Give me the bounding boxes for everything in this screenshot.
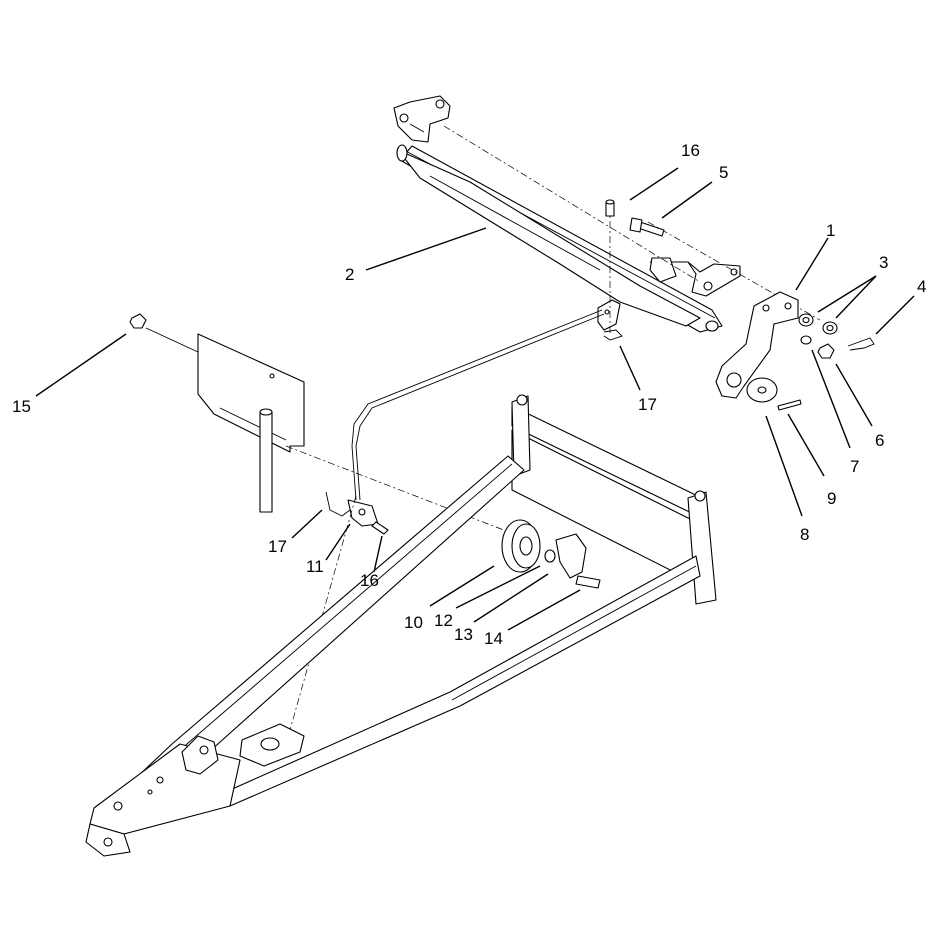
svg-text:17: 17 (638, 395, 657, 414)
washer-7 (800, 335, 812, 345)
svg-text:13: 13 (454, 625, 473, 644)
callout-12: 12 (434, 565, 541, 630)
assembly-line (647, 221, 821, 321)
control-rod (355, 313, 605, 501)
callout-17-lower: 17 (268, 509, 323, 556)
washer-3b (822, 321, 838, 335)
washer-3a (798, 313, 814, 327)
callout-6: 6 (835, 363, 884, 450)
assembly-line (285, 445, 541, 545)
svg-text:11: 11 (306, 557, 324, 576)
svg-text:16: 16 (360, 571, 379, 590)
callout-2: 2 (345, 227, 487, 284)
assembly-line (289, 495, 357, 731)
svg-text:3: 3 (879, 253, 888, 272)
nut-6 (817, 343, 835, 359)
clevis-11 (347, 499, 379, 527)
control-rod (351, 309, 603, 501)
svg-text:8: 8 (800, 525, 809, 544)
hairpin-4 (847, 337, 875, 351)
post (259, 408, 273, 513)
callout-10: 10 (404, 565, 495, 632)
svg-text:14: 14 (484, 629, 503, 648)
bolt-5 (629, 217, 665, 237)
hairpin-17-upper (603, 329, 623, 341)
mounting-plate (715, 291, 799, 399)
lift-arm-assembly (393, 95, 741, 333)
washer-8 (746, 377, 778, 403)
clevis-pin-upper (605, 199, 615, 217)
callout-3: 3 (817, 253, 888, 319)
callout-13: 13 (454, 573, 549, 644)
callout-15: 15 (12, 333, 127, 416)
svg-text:7: 7 (850, 457, 859, 476)
callout-16-upper: 16 (629, 141, 700, 201)
callout-4: 4 (875, 277, 926, 335)
callout-1: 1 (795, 221, 835, 291)
callout-17-upper: 17 (619, 345, 657, 414)
svg-text:5: 5 (719, 163, 728, 182)
idler-pulley (501, 519, 541, 573)
callout-14: 14 (484, 589, 581, 648)
svg-text:10: 10 (404, 613, 423, 632)
pin-9 (777, 399, 802, 411)
bolt-14 (575, 575, 601, 589)
callout-9: 9 (787, 413, 836, 508)
bracket-13 (555, 533, 587, 579)
hairpin-17-lower (325, 491, 351, 517)
svg-text:6: 6 (875, 431, 884, 450)
svg-text:15: 15 (12, 397, 31, 416)
svg-text:4: 4 (917, 277, 926, 296)
svg-text:9: 9 (827, 489, 836, 508)
hitch-frame (85, 394, 717, 857)
svg-text:12: 12 (434, 611, 453, 630)
callout-16-lower: 16 (360, 535, 383, 590)
shield-plate (197, 333, 305, 453)
washer-12 (544, 549, 556, 563)
svg-text:2: 2 (345, 265, 354, 284)
callout-5: 5 (661, 163, 728, 219)
nut-15 (129, 313, 147, 329)
svg-text:1: 1 (826, 221, 835, 240)
clevis-pin-lower (371, 521, 389, 535)
callout-7: 7 (811, 349, 859, 476)
assembly-line (145, 327, 199, 353)
assembly-line (443, 125, 701, 283)
svg-text:17: 17 (268, 537, 287, 556)
callout-8: 8 (765, 415, 809, 544)
svg-text:16: 16 (681, 141, 700, 160)
callout-11: 11 (306, 523, 351, 576)
